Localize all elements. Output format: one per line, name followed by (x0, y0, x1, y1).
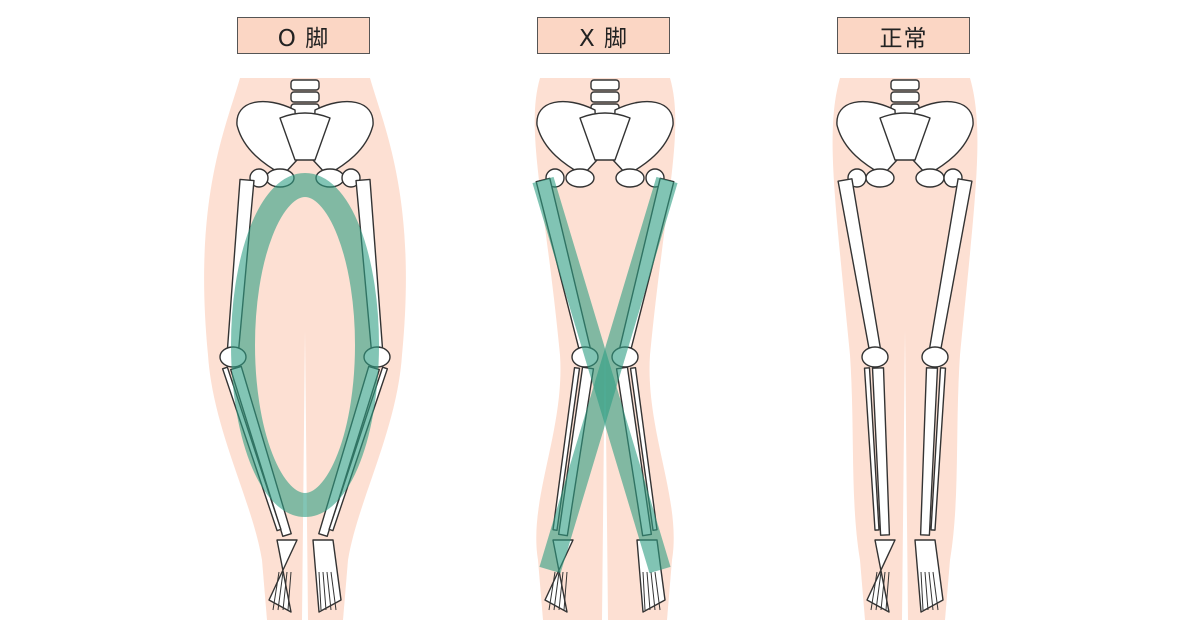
sacrum (279, 112, 331, 161)
figure-knock-knees (532, 78, 678, 620)
pubic-bone (565, 168, 595, 188)
knock-knee-highlight (539, 176, 678, 574)
label-normal: 正常 (837, 17, 970, 54)
bow-leg-highlight (231, 173, 379, 517)
toe (272, 571, 280, 611)
vertebra (590, 79, 620, 91)
toe (548, 571, 556, 611)
toe (553, 571, 560, 611)
skin-silhouette (204, 78, 406, 620)
vertebra (590, 91, 620, 103)
figure-normal (832, 78, 978, 620)
vertebra (290, 91, 320, 103)
knee-joint (861, 346, 889, 368)
toe (654, 571, 661, 611)
toe (924, 571, 929, 611)
toe (646, 571, 651, 611)
sacrum (879, 112, 931, 161)
fibula (863, 367, 880, 531)
sacrum (579, 112, 631, 161)
toe (282, 571, 288, 611)
toe (287, 571, 292, 611)
pubic-bone (865, 168, 895, 188)
fibula (930, 367, 947, 531)
toe (885, 571, 890, 611)
toe (928, 571, 934, 611)
pubic-bone (915, 168, 945, 188)
vertebra (890, 91, 920, 103)
vertebra (290, 79, 320, 91)
pubic-bone (615, 168, 645, 188)
figure-bow-legs (204, 78, 406, 620)
toe (932, 571, 939, 611)
toe (870, 571, 878, 611)
toe (326, 571, 332, 611)
toe (558, 571, 564, 611)
toe (920, 571, 924, 611)
label-knock-knees: X 脚 (537, 17, 670, 54)
toe (330, 571, 337, 611)
toe (650, 571, 656, 611)
toe (563, 571, 568, 611)
toe (880, 571, 886, 611)
skin-silhouette (832, 78, 978, 620)
toe (642, 571, 646, 611)
knee-joint (921, 346, 949, 368)
label-bow-legs: O 脚 (237, 17, 370, 54)
vertebra (890, 79, 920, 91)
toe (277, 571, 284, 611)
tibia (919, 367, 939, 536)
toe (322, 571, 327, 611)
tibia (871, 367, 891, 536)
toe (875, 571, 882, 611)
toe (318, 571, 322, 611)
